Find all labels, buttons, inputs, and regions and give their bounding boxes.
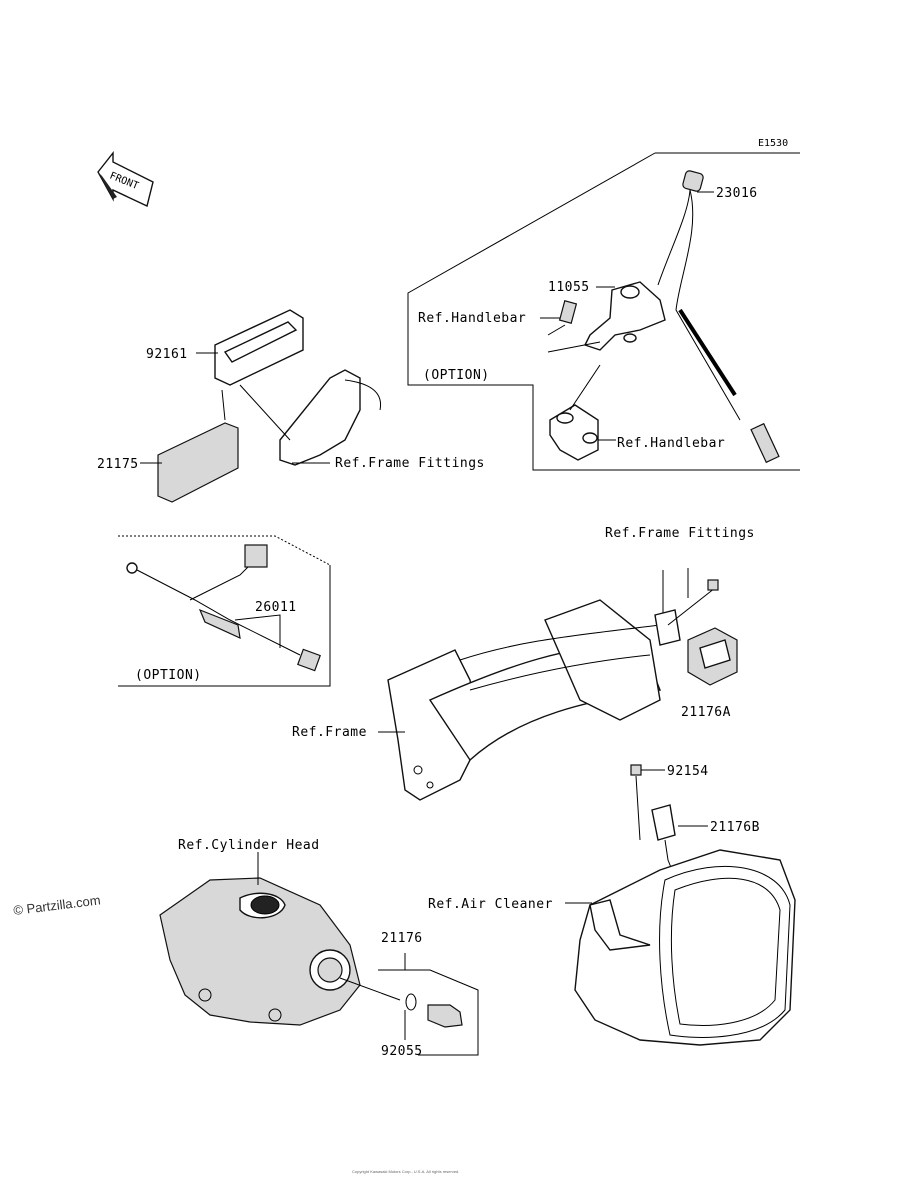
harness-26011: 26011 <box>126 544 321 672</box>
watermark: © Partzilla.com <box>13 892 102 918</box>
part-21176B: 21176B <box>710 820 760 835</box>
part-92055: 92055 <box>381 1044 423 1059</box>
air-cleaner-housing: Ref.Air Cleaner <box>428 849 796 1046</box>
ref-frame-fittings-left: Ref.Frame Fittings <box>335 456 485 471</box>
cable-23016: 23016 <box>657 170 780 464</box>
option-label-left: (OPTION) <box>135 668 202 683</box>
ref-cylinder-head: Ref.Cylinder Head <box>178 838 320 853</box>
ecu-21175: 21175 <box>97 389 239 503</box>
ref-frame: Ref.Frame <box>292 725 367 740</box>
ref-frame-fittings-right: Ref.Frame Fittings <box>605 526 755 541</box>
part-26011: 26011 <box>255 600 297 615</box>
part-23016: 23016 <box>716 186 758 201</box>
ref-air-cleaner: Ref.Air Cleaner <box>428 897 553 912</box>
option-box-top: (OPTION) <box>407 152 800 471</box>
bracket-11055: 11055 Ref.Handlebar <box>418 280 666 353</box>
part-92154: 92154 <box>667 764 709 779</box>
ref-handlebar-lower: Ref.Handlebar <box>617 436 725 451</box>
frame: Ref.Frame <box>292 599 661 801</box>
ecu-bracket: Ref.Frame Fittings <box>239 369 485 471</box>
part-21176: 21176 <box>381 931 423 946</box>
ecu-cover-92161: 92161 <box>146 309 304 386</box>
sensor-21176: 21176 92055 <box>339 931 479 1059</box>
part-21176A: 21176A <box>681 705 731 720</box>
ref-handlebar-upper: Ref.Handlebar <box>418 311 526 326</box>
cylinder-head: Ref.Cylinder Head <box>159 838 361 1026</box>
option-box-left: (OPTION) <box>118 535 331 687</box>
part-11055: 11055 <box>548 280 590 295</box>
diagram-code: E1530 <box>758 138 788 149</box>
front-arrow-icon: FRONT <box>97 150 154 207</box>
sensor-21176B: 92154 21176B <box>630 764 760 871</box>
footer-text: Copyright Kawasaki Motors Corp., U.S.A. … <box>352 1169 459 1174</box>
handlebar-clamp: Ref.Handlebar <box>549 364 725 461</box>
part-92161: 92161 <box>146 347 188 362</box>
sensor-21176A: Ref.Frame Fittings 21176A <box>605 526 755 720</box>
part-21175: 21175 <box>97 457 139 472</box>
option-label-top: (OPTION) <box>423 368 490 383</box>
